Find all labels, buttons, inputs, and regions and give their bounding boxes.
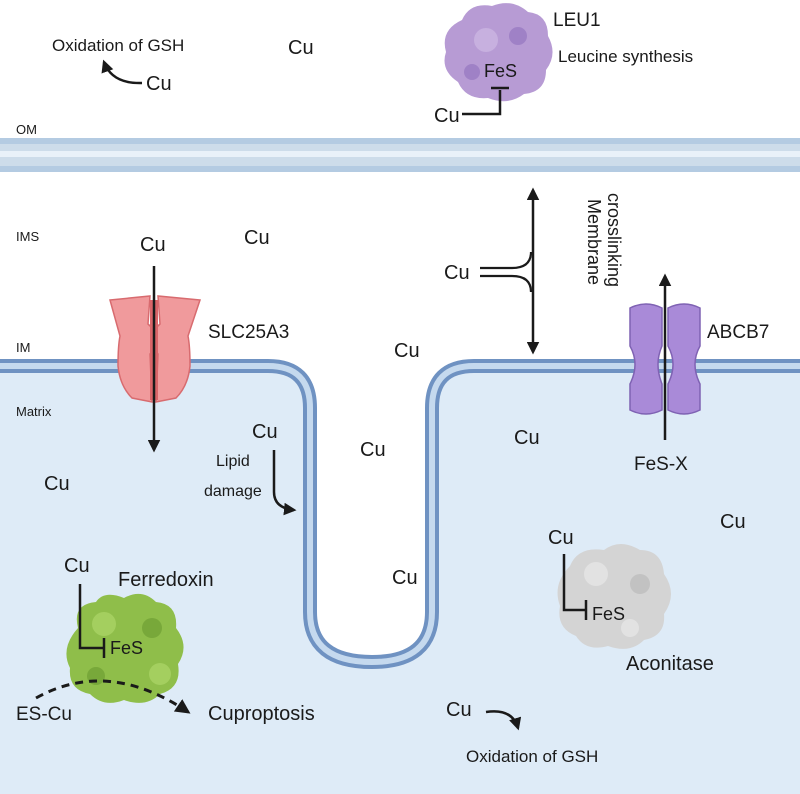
inner-membrane (0, 359, 800, 794)
ferredoxin-name: Ferredoxin (118, 569, 214, 591)
cu-label: Cu (392, 567, 418, 589)
oxidation-gsh-bottom-arrow (485, 710, 522, 731)
lipid-label-line1: Lipid (216, 453, 250, 470)
cu-label: Cu (446, 699, 472, 721)
cu-label: Cu (394, 340, 420, 362)
cu-label: Cu (44, 473, 70, 495)
abcb7-name: ABCB7 (707, 322, 769, 343)
oxidation-gsh-bottom-label: Oxidation of GSH (466, 747, 598, 766)
region-label-im: IM (16, 340, 30, 355)
leu1-name: LEU1 (553, 10, 601, 31)
oxidation-gsh-top-arrow (101, 59, 143, 85)
aconitase-name: Aconitase (626, 653, 714, 675)
aconitase-protein (557, 544, 671, 649)
region-label-om: OM (16, 122, 37, 137)
membrane-crosslinking-connector (480, 251, 533, 293)
cu-label: Cu (444, 262, 470, 284)
abcb7-cargo: FeS-X (634, 454, 688, 475)
aconitase-fes: FeS (592, 604, 625, 624)
cuproptosis-arrow (35, 679, 191, 714)
leu1-protein (444, 3, 553, 102)
cu-label: Cu (288, 37, 314, 59)
cu-label: Cu (140, 234, 166, 256)
cu-label: Cu (548, 527, 574, 549)
cu-label: Cu (360, 439, 386, 461)
abcb7-protein (629, 303, 701, 415)
outer-membrane (0, 138, 800, 172)
region-label-ims: IMS (16, 229, 39, 244)
ferredoxin-inhibition-line (78, 584, 104, 650)
cu-label: Cu (252, 421, 278, 443)
ferredoxin-protein (66, 593, 184, 703)
cu-label: Cu (434, 105, 460, 127)
cu-label: Cu (64, 555, 90, 577)
slc25a3-name: SLC25A3 (208, 322, 289, 343)
es-cu-label: ES-Cu (16, 704, 72, 725)
aconitase-inhibition-line (562, 554, 586, 612)
leu1-fes: FeS (484, 61, 517, 81)
leu1-inhibition-line (462, 90, 502, 116)
region-label-matrix: Matrix (16, 404, 52, 419)
lipid-label-line2: damage (204, 483, 262, 500)
cu-label: Cu (244, 227, 270, 249)
cu-label: Cu (146, 73, 172, 95)
membrane-label-line2: crosslinking (604, 193, 624, 287)
oxidation-gsh-top-label: Oxidation of GSH (52, 36, 184, 55)
membrane-label-line1: Membrane (584, 199, 604, 285)
ferredoxin-fes: FeS (110, 638, 143, 658)
cuproptosis-label: Cuproptosis (208, 703, 315, 725)
cu-label: Cu (514, 427, 540, 449)
leu1-function: Leucine synthesis (558, 47, 693, 66)
lipid-damage-arrow (272, 450, 297, 516)
membrane-crosslinking-label: Membrane crosslinking (584, 193, 624, 287)
cu-label: Cu (720, 511, 746, 533)
